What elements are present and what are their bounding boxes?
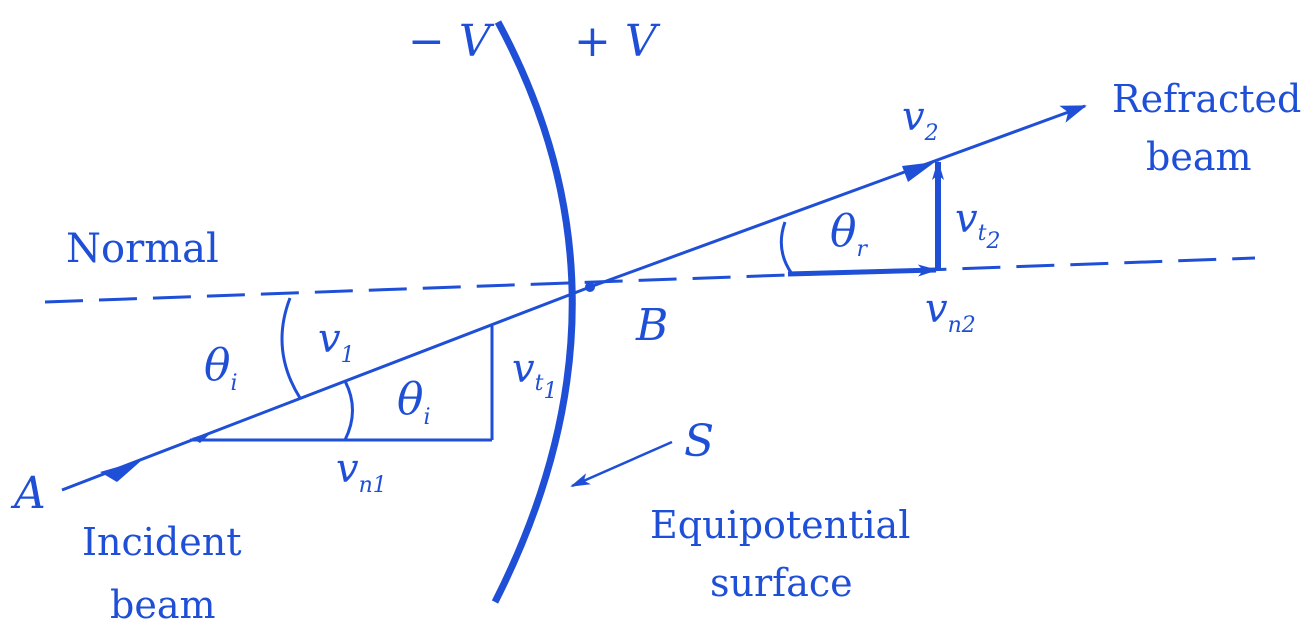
equipotential-label-2: surface — [710, 561, 853, 605]
incident-beam-label-1: Incident — [82, 520, 241, 564]
theta-i-inner-arc — [343, 380, 354, 441]
incident-beam-label-2: beam — [110, 583, 216, 627]
refracted-beam-label-2: beam — [1146, 135, 1252, 179]
vn2-component-arrow — [787, 264, 938, 277]
theta-i-outer-arc — [280, 297, 302, 399]
refracted-beam-mid-arrowhead — [902, 162, 935, 182]
vn1-label: vn1 — [336, 446, 387, 498]
equipotential-surface-curve — [491, 20, 576, 604]
incident-beam-arrowhead — [100, 460, 142, 482]
refracted-beam-line — [589, 104, 1087, 289]
v1-label: v1 — [318, 316, 355, 368]
vt2-label: vt2 — [955, 196, 1000, 254]
point-a-label: A — [10, 468, 46, 519]
incident-beam-line — [61, 285, 591, 492]
surface-s-pointer-arrow — [570, 440, 673, 488]
theta-i-outer-label: θi — [204, 340, 238, 396]
v2-label: v2 — [902, 94, 939, 146]
normal-label: Normal — [66, 226, 219, 272]
vn2-label: vn2 — [925, 286, 976, 338]
vt1-label: vt1 — [512, 346, 557, 404]
theta-r-arc — [779, 221, 794, 275]
point-b-marker — [585, 282, 595, 292]
surface-s-label: S — [684, 416, 714, 467]
refracted-beam-label-1: Refracted — [1112, 77, 1301, 121]
neg-v-label: − V — [408, 16, 495, 67]
point-b-label: B — [635, 300, 668, 351]
pos-v-label: + V — [574, 16, 661, 67]
theta-r-label: θr — [830, 206, 869, 262]
theta-i-inner-label: θi — [397, 374, 431, 430]
equipotential-label-1: Equipotential — [650, 503, 910, 547]
normal-line — [44, 256, 1256, 304]
